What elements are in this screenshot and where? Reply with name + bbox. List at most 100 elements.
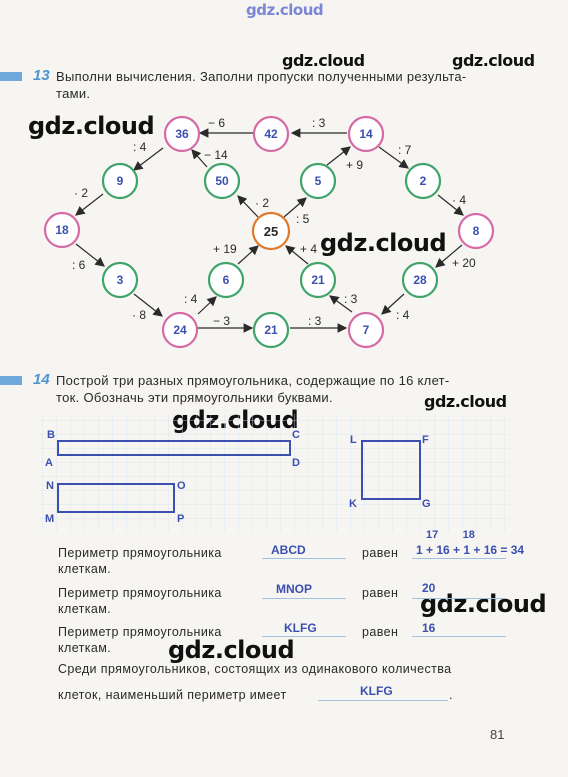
op-label: · 2 — [255, 196, 270, 210]
watermark: gdz.cloud — [424, 392, 507, 411]
row-rect-name: KLFG — [284, 621, 317, 635]
node-value: 36 — [175, 127, 189, 141]
vertex-label: M — [45, 513, 55, 525]
node-value: 2 — [419, 174, 427, 188]
conclusion-text: Среди прямоугольников, состоящих из один… — [58, 662, 452, 676]
op-label: · 2 — [74, 186, 89, 200]
row-equals: равен — [362, 546, 399, 560]
row-tail: клеткам. — [58, 641, 112, 655]
row-equals: равен — [362, 625, 399, 639]
node-circle — [161, 311, 199, 349]
arrow — [75, 193, 104, 216]
node-circle — [404, 162, 442, 200]
node-circle — [347, 311, 385, 349]
op-label: + 9 — [346, 158, 364, 172]
arrow — [197, 296, 217, 315]
row-tail: клеткам. — [58, 562, 112, 576]
row-equals: равен — [362, 586, 399, 600]
vertex-label: C — [292, 429, 300, 441]
node-value: 21 — [264, 323, 278, 337]
arrow — [191, 149, 208, 168]
arrow — [283, 197, 307, 218]
row-expression: 1 + 16 + 1 + 16 = 34 — [416, 543, 525, 557]
op-label: : 5 — [296, 212, 310, 226]
op-label: : 6 — [72, 258, 86, 272]
node-circle — [457, 212, 495, 250]
vertex-label: A — [45, 457, 53, 469]
watermark: gdz.cloud — [420, 590, 547, 618]
op-label: + 20 — [452, 256, 476, 270]
node-circle — [252, 311, 290, 349]
node-value: 6 — [222, 273, 230, 287]
node-value: 3 — [116, 273, 124, 287]
answer-line — [262, 636, 346, 637]
page-number: 81 — [490, 727, 505, 742]
rectangle-klfg — [361, 440, 421, 500]
arrow — [285, 245, 309, 265]
node-value: 50 — [215, 174, 229, 188]
arrow — [329, 295, 353, 313]
conclusion-text: клеток, наименьший периметр имеет — [58, 688, 287, 702]
vertex-label: F — [422, 434, 429, 446]
node-circle — [299, 162, 337, 200]
row-top-note: 20 — [422, 581, 436, 595]
node-circle — [252, 115, 290, 153]
op-label: : 7 — [398, 143, 412, 157]
rectangle-mnop — [57, 483, 175, 513]
watermark: gdz.cloud — [282, 51, 365, 70]
op-label: : 4 — [184, 292, 198, 306]
vertex-label: P — [177, 513, 185, 525]
node-circle — [401, 261, 439, 299]
vertex-label: D — [292, 457, 300, 469]
rectangle-abcd — [57, 440, 291, 456]
op-label: − 14 — [204, 148, 228, 162]
arrow — [435, 244, 463, 268]
row-rect-name: MNOP — [276, 582, 312, 596]
watermark: gdz.cloud — [28, 112, 155, 140]
node-value: 24 — [173, 323, 187, 337]
op-label: + 4 — [300, 242, 318, 256]
answer-line — [412, 598, 506, 599]
row-rect-name: ABCD — [271, 543, 306, 557]
arrow — [437, 194, 464, 216]
arrow — [381, 293, 405, 315]
op-label: − 3 — [213, 314, 231, 328]
node-value: 28 — [413, 273, 427, 287]
row-label: Периметр прямоугольника — [58, 586, 222, 600]
node-value: 5 — [314, 174, 322, 188]
node-value: 8 — [472, 224, 480, 238]
node-circle — [347, 115, 385, 153]
op-label: − 6 — [208, 116, 226, 130]
task-text: ток. Обозначь эти прямоугольники буквами… — [56, 390, 333, 405]
node-circle — [203, 162, 241, 200]
node-value: 18 — [55, 223, 69, 237]
vertex-label: O — [177, 480, 186, 492]
watermark: gdz.cloud — [452, 51, 535, 70]
node-circle — [207, 261, 245, 299]
arrow — [133, 147, 164, 171]
watermark: gdz.cloud — [168, 636, 295, 664]
node-circle — [43, 211, 81, 249]
op-label: : 4 — [396, 308, 410, 322]
node-value: 9 — [116, 174, 124, 188]
node-value: 7 — [362, 323, 370, 337]
task-text: Построй три разных прямоугольника, содер… — [56, 373, 450, 388]
node-value-start: 25 — [263, 224, 279, 239]
arrow — [75, 243, 105, 267]
node-circle — [101, 162, 139, 200]
row-label: Периметр прямоугольника — [58, 625, 222, 639]
watermark: gdz.cloud — [246, 1, 324, 19]
conclusion-dot: . — [449, 688, 453, 702]
arrow — [133, 293, 163, 317]
op-label: : 3 — [308, 314, 322, 328]
row-tail: клеткам. — [58, 602, 112, 616]
op-label: · 8 — [132, 308, 147, 322]
op-label: : 4 — [133, 140, 147, 154]
arrow — [237, 245, 259, 265]
vertex-label: G — [422, 498, 431, 510]
vertex-label: K — [349, 498, 357, 510]
answer-line — [262, 598, 346, 599]
row-label: Периметр прямоугольника — [58, 546, 222, 560]
node-circle — [163, 115, 201, 153]
